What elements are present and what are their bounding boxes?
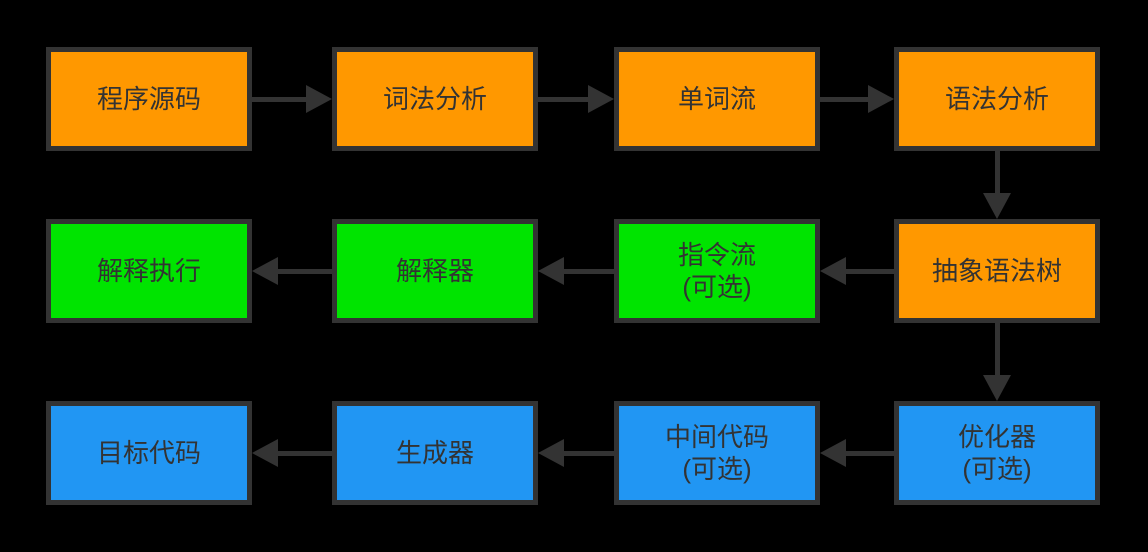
arrow-right-icon [820, 85, 894, 113]
arrow-left-icon [252, 439, 332, 467]
arrow-head [306, 85, 332, 113]
arrow-left-icon [538, 257, 614, 285]
arrow-head [983, 375, 1011, 401]
arrow-shaft [278, 450, 332, 456]
arrow-shaft [538, 96, 588, 102]
node-sublabel: (可选) [962, 454, 1032, 484]
arrow-head [538, 439, 564, 467]
arrow-head [868, 85, 894, 113]
arrow-shaft [994, 151, 1000, 193]
arrow-head [252, 439, 278, 467]
node-interpreter: 解释器 [332, 219, 538, 323]
node-syntax-analysis: 语法分析 [894, 47, 1100, 151]
node-source-code: 程序源码 [46, 47, 252, 151]
node-sublabel: (可选) [682, 454, 752, 484]
node-label: 目标代码 [96, 438, 201, 468]
arrow-shaft [994, 323, 1000, 375]
arrow-down-icon [983, 323, 1011, 401]
node-label: 单词流 [677, 84, 756, 114]
arrow-left-icon [252, 257, 332, 285]
arrow-left-icon [820, 439, 894, 467]
arrow-right-icon [538, 85, 614, 113]
node-label: 优化器 [957, 422, 1036, 452]
node-label: 语法分析 [944, 84, 1049, 114]
arrow-head [820, 439, 846, 467]
node-label: 抽象语法树 [931, 256, 1062, 286]
arrow-shaft [564, 450, 614, 456]
node-label: 解释器 [395, 256, 474, 286]
node-lexical-analysis: 词法分析 [332, 47, 538, 151]
arrow-shaft [278, 268, 332, 274]
node-token-stream: 单词流 [614, 47, 820, 151]
node-label: 程序源码 [96, 84, 201, 114]
arrow-right-icon [252, 85, 332, 113]
arrow-head [983, 193, 1011, 219]
arrow-down-icon [983, 151, 1011, 219]
node-generator: 生成器 [332, 401, 538, 505]
arrow-head [588, 85, 614, 113]
arrow-head [820, 257, 846, 285]
arrow-shaft [252, 96, 306, 102]
arrow-shaft [564, 268, 614, 274]
arrow-shaft [820, 96, 868, 102]
arrow-head [538, 257, 564, 285]
node-label: 指令流 [677, 240, 756, 270]
arrow-shaft [846, 450, 894, 456]
node-interpret-execute: 解释执行 [46, 219, 252, 323]
node-label: 生成器 [395, 438, 474, 468]
arrow-shaft [846, 268, 894, 274]
arrow-left-icon [538, 439, 614, 467]
node-intermediate-code: 中间代码 (可选) [614, 401, 820, 505]
node-label: 解释执行 [96, 256, 201, 286]
node-target-code: 目标代码 [46, 401, 252, 505]
node-sublabel: (可选) [682, 272, 752, 302]
arrow-head [252, 257, 278, 285]
node-label: 词法分析 [382, 84, 487, 114]
node-label: 中间代码 [664, 422, 769, 452]
arrow-left-icon [820, 257, 894, 285]
node-optimizer: 优化器 (可选) [894, 401, 1100, 505]
node-abstract-syntax-tree: 抽象语法树 [894, 219, 1100, 323]
node-instruction-stream: 指令流 (可选) [614, 219, 820, 323]
